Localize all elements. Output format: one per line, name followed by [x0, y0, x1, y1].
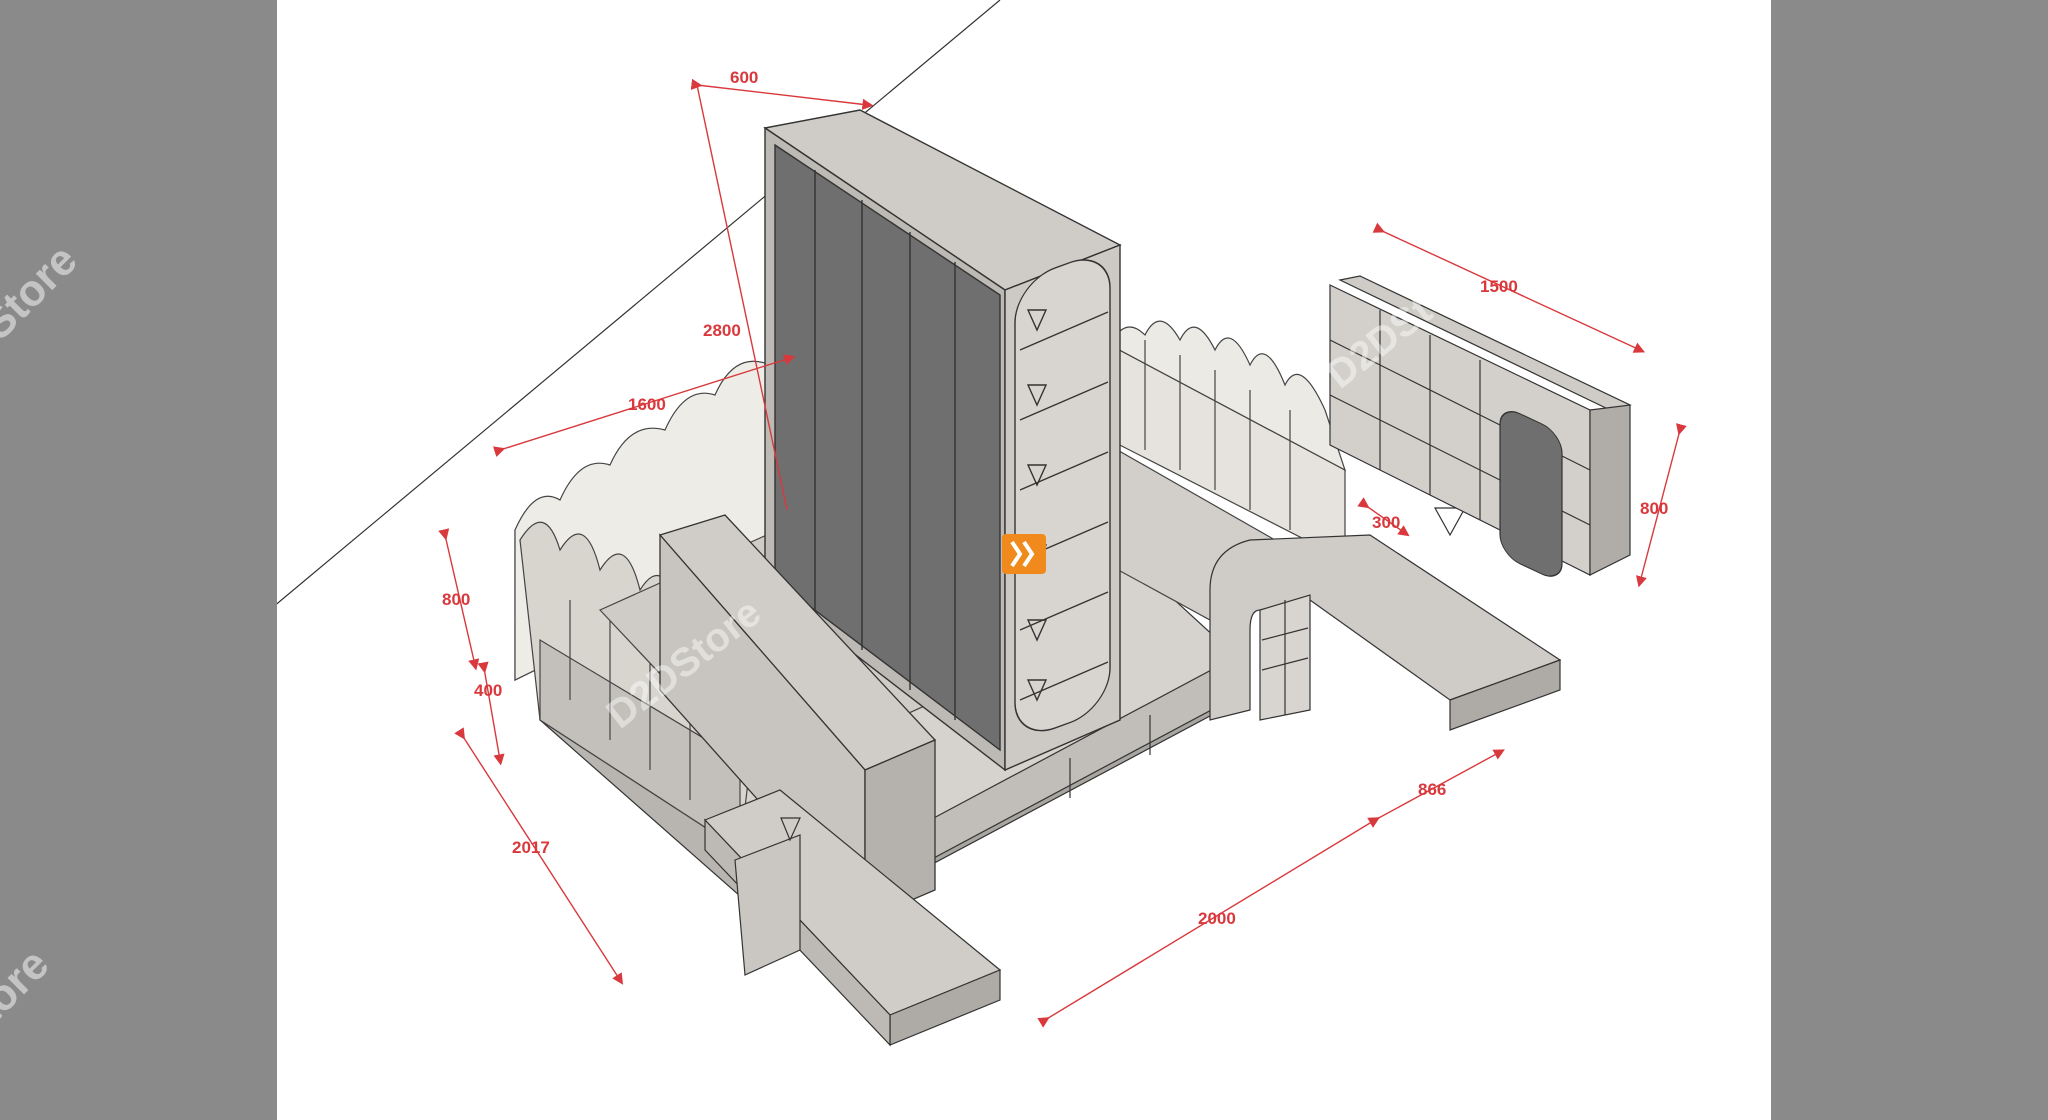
brand-logo-icon — [1002, 534, 1046, 574]
watermark-left-top: Store — [0, 235, 87, 349]
dim-wardrobe-height: 2800 — [703, 321, 741, 340]
dim-bed-length: 2017 — [512, 838, 550, 857]
left-margin: Store Store — [0, 0, 277, 1120]
dim-desk-length: 866 — [1418, 780, 1446, 799]
left-side-panel — [519, 521, 761, 852]
dim-desk-depth: 300 — [1372, 513, 1400, 532]
furniture-diagram: D2DStore D2DStore 600 2800 1600 800 — [277, 0, 1687, 1047]
wardrobe — [763, 109, 1122, 772]
right-desk — [1209, 507, 1562, 731]
drawing-canvas: D2DStore D2DStore 600 2800 1600 800 — [277, 0, 1771, 1120]
dim-shelf-height: 800 — [1640, 499, 1668, 518]
left-watermarks: Store Store — [0, 235, 87, 1053]
front-desk — [703, 789, 1002, 1047]
dim-wardrobe-depth: 600 — [730, 68, 758, 87]
dim-shelf-width: 1500 — [1480, 277, 1518, 296]
dim-headboard-height: 800 — [442, 590, 470, 609]
dim-bed-width: 1600 — [628, 395, 666, 414]
watermark-left-bottom: Store — [0, 939, 58, 1053]
dim-platform-length: 2000 — [1198, 909, 1236, 928]
dimension-lines — [438, 78, 1687, 1028]
right-margin — [1771, 0, 2048, 1120]
dim-platform-height: 400 — [474, 681, 502, 700]
